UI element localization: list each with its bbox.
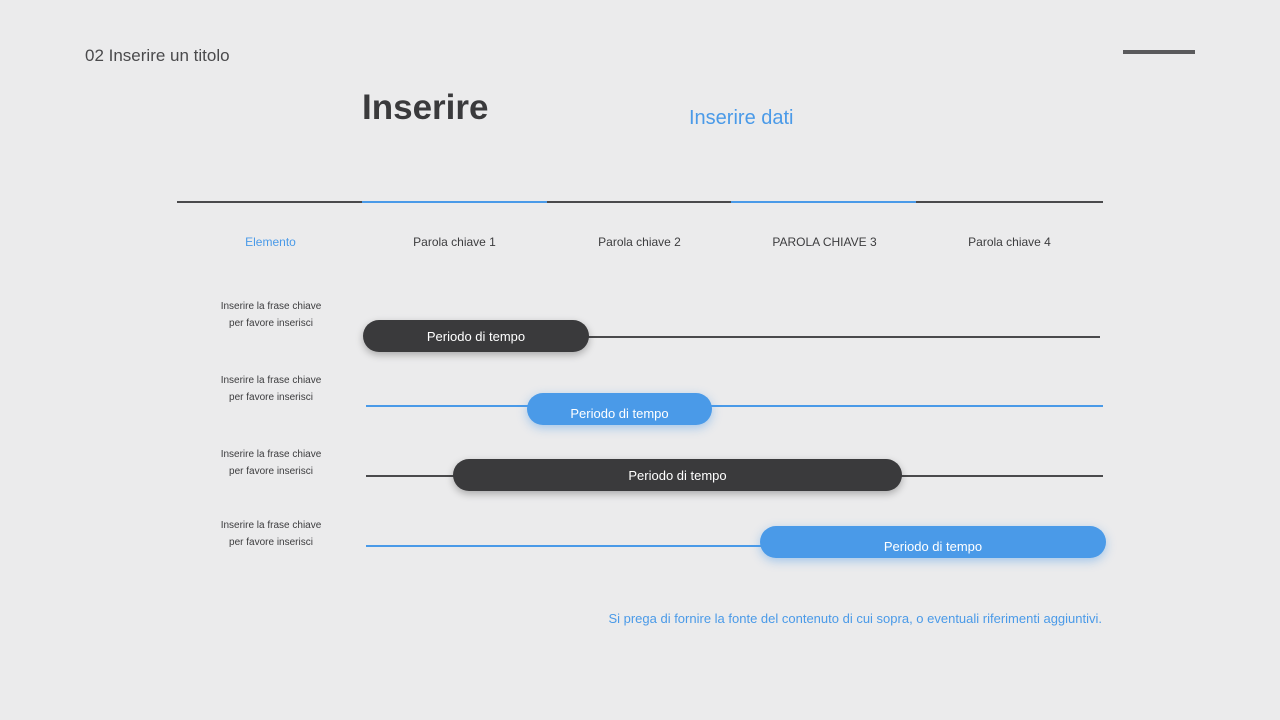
row-track bbox=[366, 336, 1100, 338]
row-track bbox=[366, 545, 766, 547]
row-label-line-1: Inserire la frase chiave bbox=[220, 375, 322, 386]
main-title: Inserire bbox=[362, 88, 489, 127]
header-divider-segment-5 bbox=[916, 201, 1103, 203]
column-label-keyword-4: Parola chiave 4 bbox=[968, 235, 1051, 249]
row-label-line-2: per favore inserisci bbox=[229, 466, 313, 477]
subtitle: Inserire dati bbox=[689, 107, 794, 129]
time-period-bar: Periodo di tempo bbox=[527, 393, 712, 425]
time-period-bar: Periodo di tempo bbox=[760, 526, 1106, 558]
row-label: Inserire la frase chiave per favore inse… bbox=[196, 517, 346, 551]
corner-accent-bar bbox=[1123, 50, 1195, 54]
header-divider-segment-2 bbox=[362, 201, 547, 203]
section-title: 02 Inserire un titolo bbox=[85, 46, 230, 65]
column-label-keyword-3: PAROLA CHIAVE 3 bbox=[772, 235, 877, 249]
row-label: Inserire la frase chiave per favore inse… bbox=[196, 372, 346, 406]
header-divider-segment-1 bbox=[177, 201, 362, 203]
row-label-line-2: per favore inserisci bbox=[229, 392, 313, 403]
row-label-line-2: per favore inserisci bbox=[229, 537, 313, 548]
row-label: Inserire la frase chiave per favore inse… bbox=[196, 446, 346, 480]
row-label: Inserire la frase chiave per favore inse… bbox=[196, 298, 346, 332]
header-divider-segment-4 bbox=[731, 201, 916, 203]
column-label-keyword-2: Parola chiave 2 bbox=[598, 235, 681, 249]
row-label-line-1: Inserire la frase chiave bbox=[220, 449, 322, 460]
row-label-line-1: Inserire la frase chiave bbox=[220, 520, 322, 531]
source-footnote: Si prega di fornire la fonte del contenu… bbox=[608, 611, 1102, 626]
row-track bbox=[366, 405, 1103, 407]
column-label-keyword-1: Parola chiave 1 bbox=[413, 235, 496, 249]
time-period-bar: Periodo di tempo bbox=[453, 459, 902, 491]
header-divider-segment-3 bbox=[547, 201, 731, 203]
row-label-line-1: Inserire la frase chiave bbox=[220, 301, 322, 312]
column-label-element: Elemento bbox=[245, 235, 296, 249]
row-label-line-2: per favore inserisci bbox=[229, 318, 313, 329]
time-period-bar: Periodo di tempo bbox=[363, 320, 589, 352]
